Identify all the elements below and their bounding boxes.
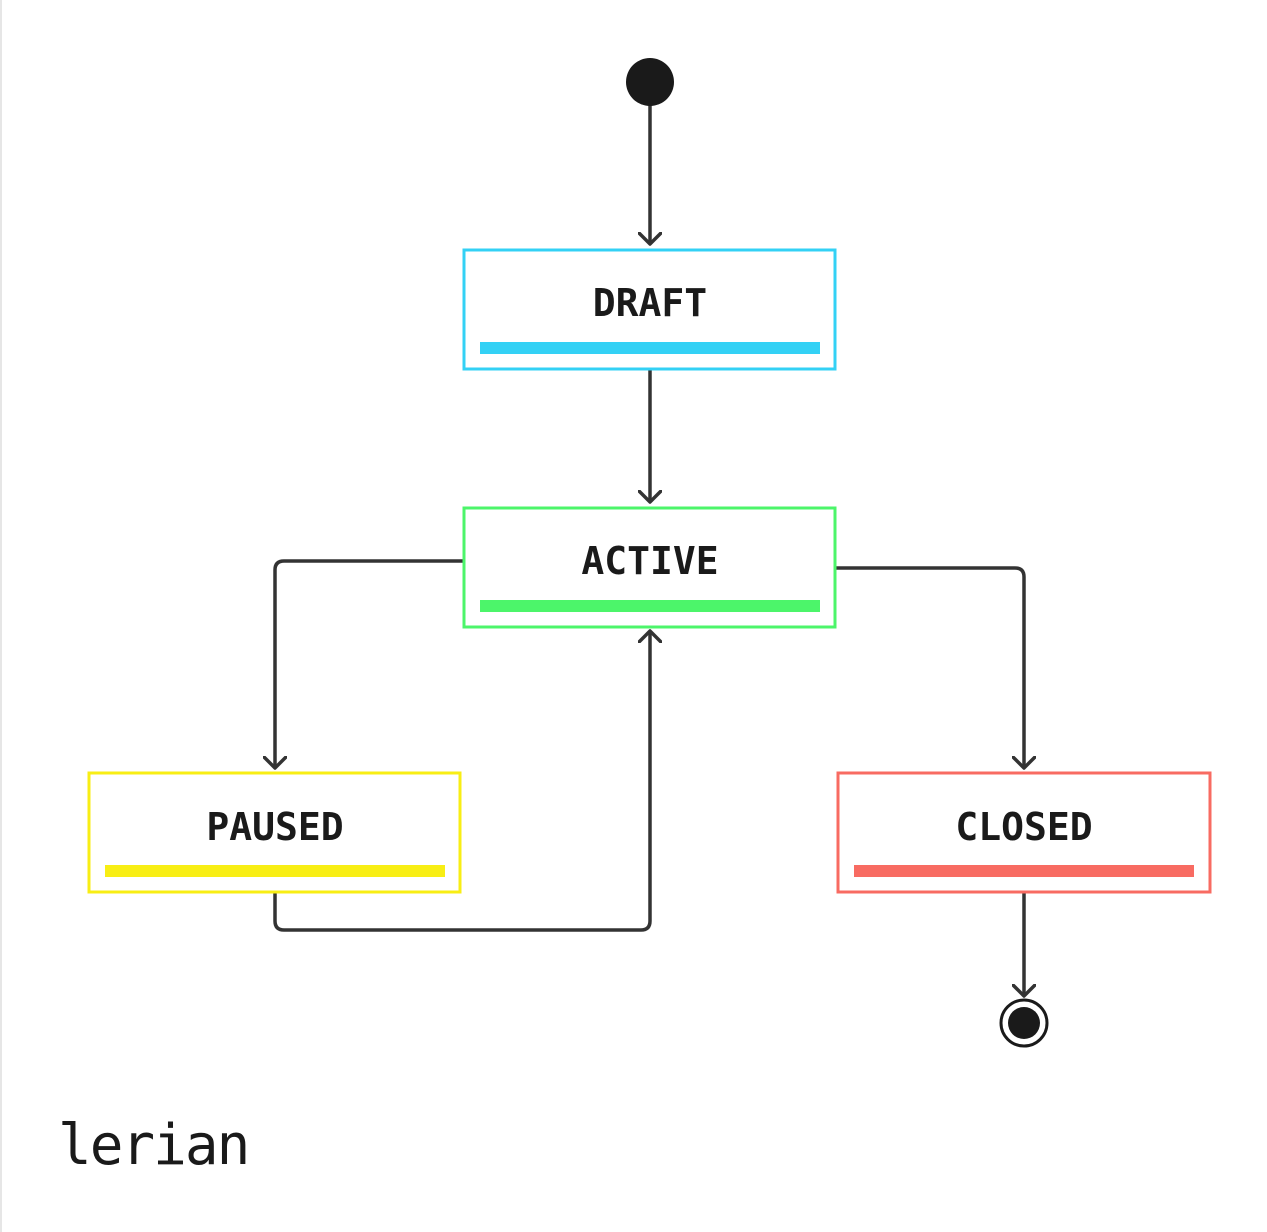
state-closed: CLOSED [836, 771, 1212, 894]
state-draft: DRAFT [462, 248, 837, 371]
state-paused-bar [105, 865, 445, 877]
transition-active-to-paused [275, 559, 463, 768]
transition-active-to-closed [836, 566, 1024, 768]
state-paused: PAUSED [87, 771, 462, 894]
state-draft-bar [480, 342, 820, 354]
state-active: ACTIVE [462, 506, 837, 629]
state-active-label: ACTIVE [581, 539, 718, 583]
initial-state-node [626, 58, 674, 106]
state-draft-label: DRAFT [593, 281, 707, 325]
state-closed-label: CLOSED [955, 805, 1092, 849]
final-state-node [999, 998, 1049, 1048]
transition-paused-to-active [273, 631, 650, 932]
brand-logo: lerian [58, 1113, 250, 1178]
state-closed-bar [854, 865, 1194, 877]
state-active-bar [480, 600, 820, 612]
state-paused-label: PAUSED [206, 805, 343, 849]
